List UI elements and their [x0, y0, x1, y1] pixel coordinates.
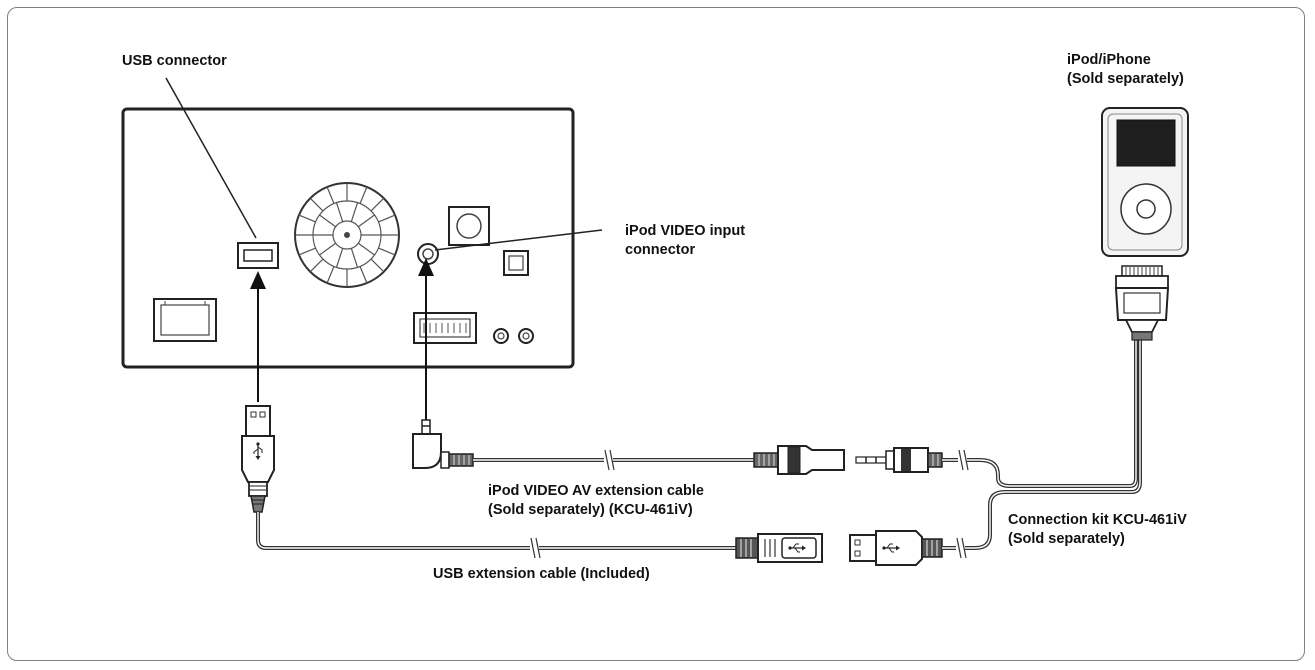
label-line: iPod VIDEO AV extension cable [488, 483, 704, 499]
usb-female-receptacle [735, 533, 823, 563]
usb-port [237, 242, 279, 269]
ipod-video-leader-line [434, 229, 603, 251]
label-ipod-device: iPod/iPhone (Sold separately) [1067, 51, 1184, 89]
label-usb-connector: USB connector [122, 53, 227, 69]
cable-break-icon [530, 537, 541, 559]
dock-connector [1114, 265, 1170, 341]
label-usb-extension-cable: USB extension cable (Included) [433, 566, 650, 582]
usb-connector-leader-line [165, 77, 257, 239]
label-connection-kit: Connection kit KCU-461iV (Sold separatel… [1008, 511, 1187, 549]
label-line: (Sold separately) [1008, 531, 1125, 547]
label-line: (Sold separately) [1067, 71, 1184, 87]
av-male-plug-kit [855, 447, 943, 473]
optical-port [503, 250, 529, 276]
cable-break-icon [604, 449, 615, 471]
label-line: connector [625, 242, 696, 258]
square-port [448, 206, 490, 246]
head-unit-rear-panel [121, 107, 575, 369]
kit-av-cable [942, 340, 1138, 488]
harness-connector [413, 312, 477, 344]
label-line: iPod/iPhone [1067, 52, 1151, 68]
ipod-screen [1116, 119, 1176, 167]
av-right-angle-plug [412, 419, 474, 469]
ipod-video-input-jack [417, 243, 439, 265]
label-av-extension-cable: iPod VIDEO AV extension cable (Sold sepa… [488, 482, 704, 520]
cable-break-icon [958, 449, 969, 471]
diagram-frame [7, 7, 1305, 661]
cable-break-icon [956, 537, 967, 559]
usb-a-plug-vertical [241, 405, 275, 513]
rca-jacks [493, 328, 534, 344]
ipod-device [1101, 107, 1189, 257]
av-female-jack [753, 445, 845, 475]
usb-male-plug-kit [849, 530, 943, 566]
label-line: Connection kit KCU-461iV [1008, 512, 1187, 528]
label-line: (Sold separately) (KCU-461iV) [488, 502, 693, 518]
label-line: iPod VIDEO input [625, 223, 746, 239]
fan-grille-icon [294, 182, 400, 288]
network-port [153, 298, 217, 342]
label-ipod-video-input: iPod VIDEO input connector [625, 222, 745, 260]
